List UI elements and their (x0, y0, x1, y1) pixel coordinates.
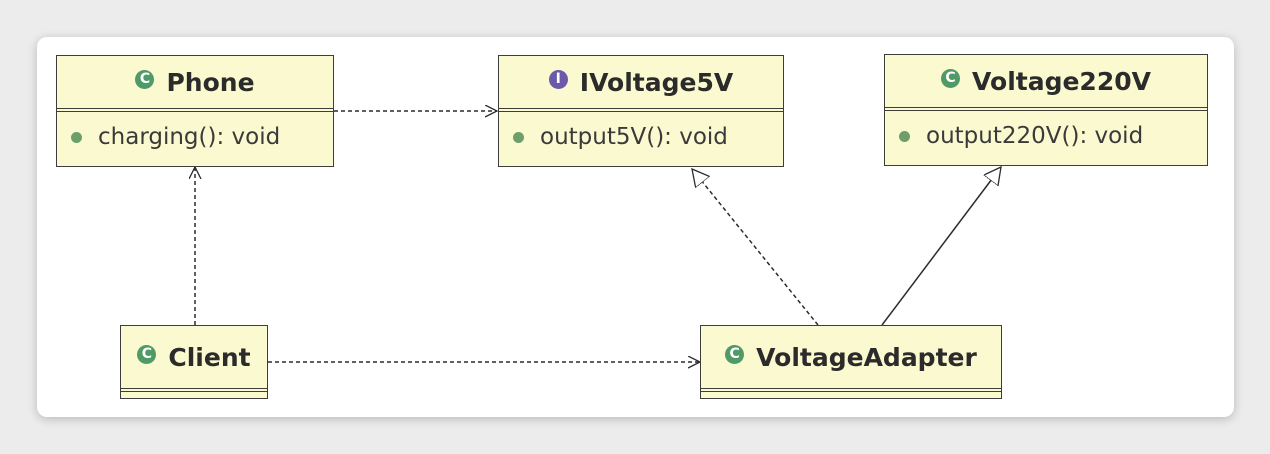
public-method-icon (71, 131, 82, 143)
class-header: C Phone (57, 56, 333, 112)
class-header: C Client (121, 326, 267, 388)
empty-compartment (701, 388, 1001, 395)
method-signature: charging(): void (98, 124, 281, 150)
class-voltage220v[interactable]: C Voltage220V output220V(): void (884, 54, 1208, 166)
class-name: Client (168, 342, 251, 372)
interface-name: IVoltage5V (579, 67, 734, 97)
class-name: Voltage220V (972, 66, 1151, 96)
method-signature: output5V(): void (540, 124, 728, 150)
public-method-icon (899, 130, 910, 142)
class-header: C VoltageAdapter (701, 326, 1001, 388)
class-phone[interactable]: C Phone charging(): void (56, 55, 334, 167)
class-icon: C (137, 344, 157, 364)
interface-icon: I (548, 69, 568, 89)
method-row: output5V(): void (499, 112, 783, 162)
public-method-icon (513, 131, 524, 143)
class-icon: C (725, 344, 745, 364)
class-icon: C (135, 69, 155, 89)
empty-compartment (121, 388, 267, 395)
voltageadapter-to-ivoltage5v-realization (692, 169, 819, 326)
class-icon: C (941, 68, 961, 88)
voltageadapter-to-voltage220v-generalization (881, 167, 1001, 326)
interface-ivoltage5v[interactable]: I IVoltage5V output5V(): void (498, 55, 784, 167)
interface-header: I IVoltage5V (499, 56, 783, 112)
class-client[interactable]: C Client (120, 325, 268, 399)
method-row: charging(): void (57, 112, 333, 162)
method-signature: output220V(): void (926, 123, 1144, 149)
class-header: C Voltage220V (885, 55, 1207, 111)
class-name: Phone (166, 67, 255, 97)
method-row: output220V(): void (885, 111, 1207, 161)
class-voltageadapter[interactable]: C VoltageAdapter (700, 325, 1002, 399)
class-name: VoltageAdapter (756, 342, 977, 372)
